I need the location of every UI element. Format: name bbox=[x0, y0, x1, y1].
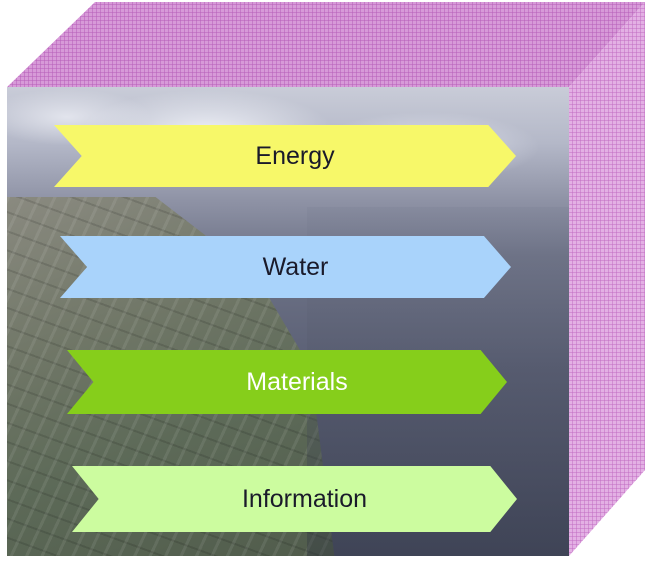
box-top-face bbox=[7, 2, 645, 87]
energy-label: Energy bbox=[255, 141, 335, 170]
materials-label: Materials bbox=[246, 367, 348, 396]
box-side-face bbox=[569, 2, 645, 556]
water-banner: Water bbox=[60, 236, 511, 298]
information-banner: Information bbox=[72, 466, 517, 532]
materials-banner: Materials bbox=[67, 350, 507, 414]
information-label: Information bbox=[241, 484, 368, 513]
energy-banner: Energy bbox=[54, 125, 516, 187]
water-label: Water bbox=[262, 252, 329, 281]
